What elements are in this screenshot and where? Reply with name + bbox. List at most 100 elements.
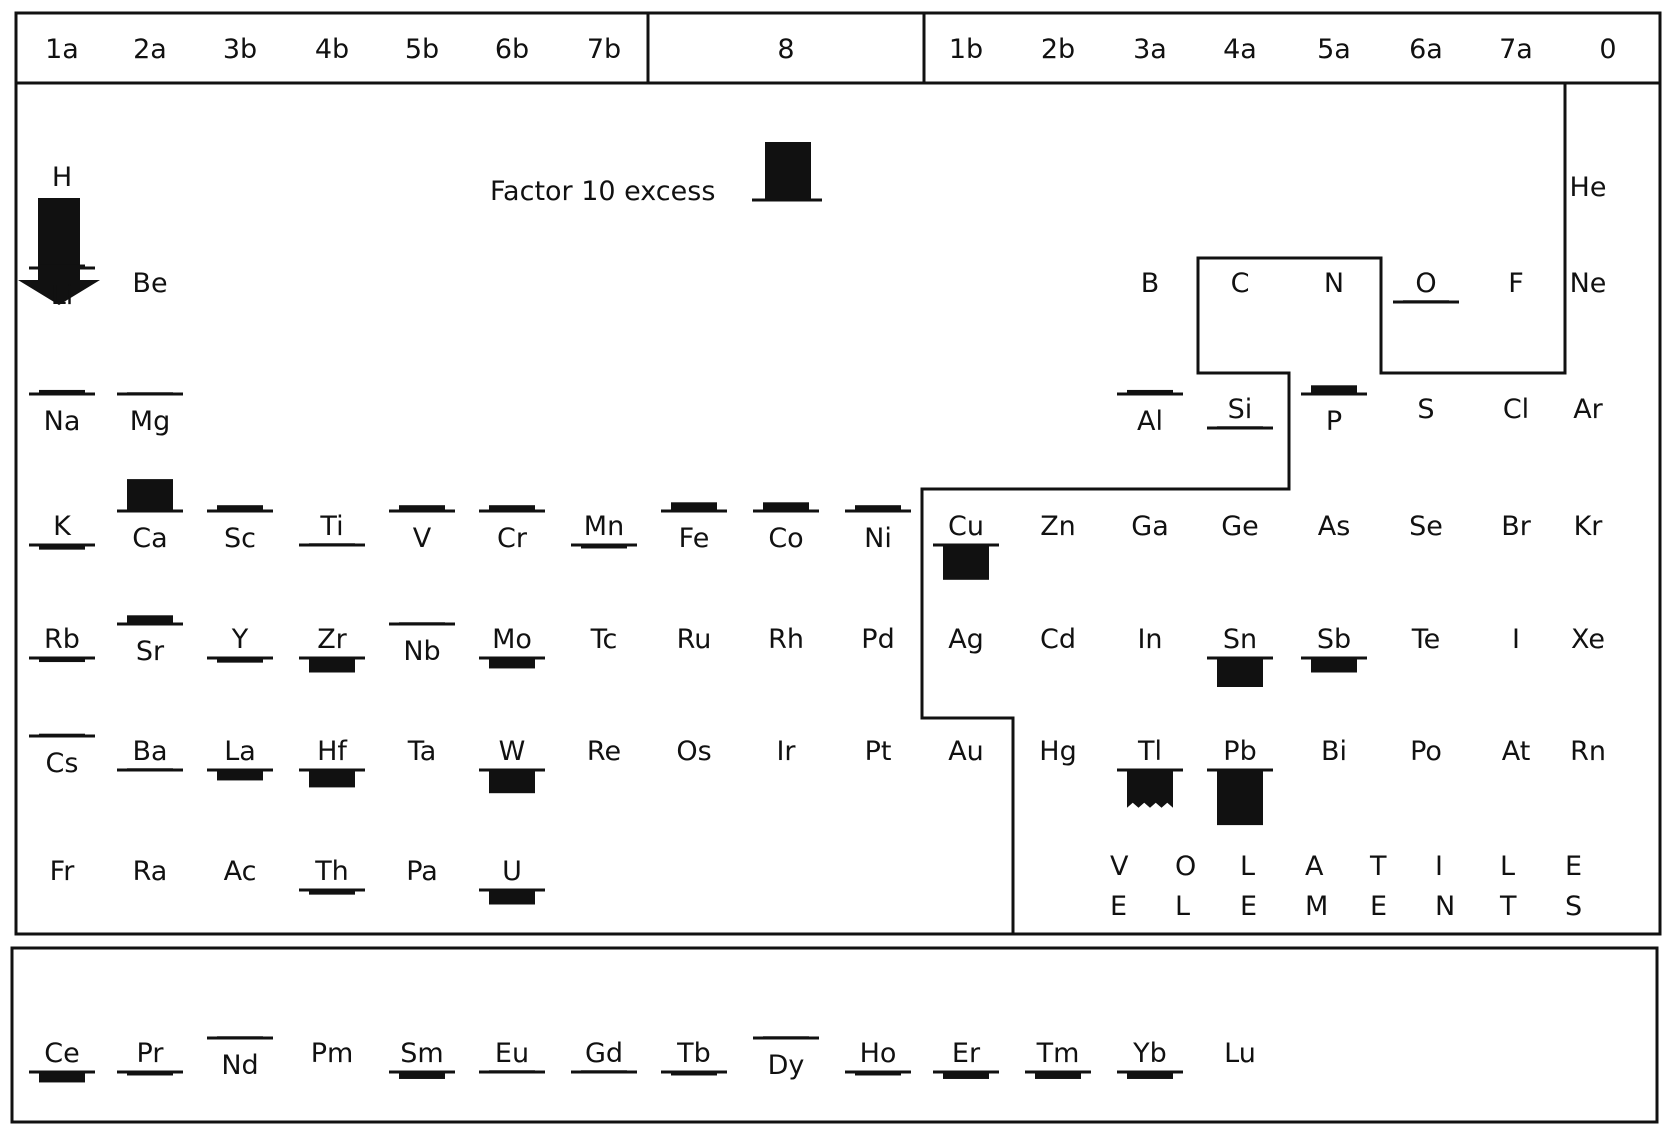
element-mg: Mg — [117, 392, 183, 437]
element-symbol: Tm — [1036, 1038, 1080, 1069]
element-symbol: Mo — [492, 624, 532, 655]
excess-bar — [763, 502, 809, 511]
element-ar: Ar — [1573, 394, 1603, 425]
element-na: Na — [29, 389, 95, 437]
element-o: O — [1393, 268, 1459, 304]
element-symbol: Ir — [776, 736, 796, 767]
element-symbol: Nd — [221, 1050, 258, 1081]
element-v: V — [389, 505, 455, 554]
element-symbol: O — [1415, 268, 1436, 299]
group-label: 3a — [1133, 34, 1167, 65]
volatile-letter: T — [1499, 891, 1517, 922]
element-tc: Tc — [590, 624, 618, 655]
excess-bar — [1217, 658, 1263, 687]
excess-bar — [671, 1072, 717, 1076]
excess-bar — [127, 1072, 173, 1076]
hydrogen-arrow-icon — [18, 198, 100, 305]
element-symbol: Ne — [1570, 268, 1607, 299]
element-sb: Sb — [1301, 624, 1367, 673]
main-table-frame — [14, 11, 1662, 936]
element-symbol: Lu — [1224, 1038, 1256, 1069]
element-sc: Sc — [207, 505, 273, 554]
element-symbol: Ba — [132, 736, 167, 767]
element-nb: Nb — [389, 622, 455, 667]
element-symbol: Kr — [1574, 511, 1604, 542]
element-symbol: Mn — [584, 511, 624, 542]
excess-bar — [489, 770, 535, 794]
element-se: Se — [1409, 511, 1443, 542]
element-symbol: Dy — [768, 1050, 805, 1081]
element-lu: Lu — [1224, 1038, 1256, 1069]
volatile-letter: S — [1565, 891, 1582, 922]
element-symbol: Co — [768, 523, 803, 554]
element-symbol: Cr — [497, 523, 528, 554]
excess-bar — [1311, 658, 1357, 673]
element-symbol: As — [1318, 511, 1351, 542]
element-cd: Cd — [1040, 624, 1076, 655]
element-s: S — [1417, 394, 1434, 425]
group-label: 4a — [1223, 34, 1257, 65]
element-symbol: S — [1417, 394, 1434, 425]
excess-bar — [127, 479, 173, 511]
element-br: Br — [1501, 511, 1532, 542]
excess-bar — [217, 770, 263, 781]
group-label: 3b — [223, 34, 257, 65]
volatile-letter: T — [1369, 851, 1387, 882]
element-symbol: In — [1137, 624, 1162, 655]
element-symbol: Nb — [403, 636, 440, 667]
element-ce: Ce — [29, 1038, 95, 1083]
excess-bar — [39, 658, 85, 663]
element-ne: Ne — [1570, 268, 1607, 299]
element-symbol: Th — [314, 856, 349, 887]
element-symbol: Ra — [133, 856, 168, 887]
element-symbol: U — [502, 856, 522, 887]
element-symbol: Ru — [677, 624, 712, 655]
element-ag: Ag — [948, 624, 984, 655]
element-symbol: Br — [1501, 511, 1532, 542]
element-symbol: Sm — [400, 1038, 443, 1069]
element-symbol: N — [1324, 268, 1344, 299]
element-symbol: Ti — [319, 511, 343, 542]
excess-bar — [581, 545, 627, 549]
excess-bar — [1127, 1072, 1173, 1079]
element-symbol: Mg — [130, 406, 170, 437]
group-label: 2b — [1041, 34, 1075, 65]
element-symbol: Sr — [136, 636, 165, 667]
element-b: B — [1141, 268, 1160, 299]
element-gd: Gd — [571, 1038, 637, 1074]
element-symbol: C — [1231, 268, 1250, 299]
volatile-letter: A — [1305, 851, 1324, 882]
element-symbol: Au — [948, 736, 984, 767]
element-symbol: B — [1141, 268, 1160, 299]
element-symbol: Y — [231, 624, 249, 655]
excess-bar — [309, 770, 355, 788]
element-symbol: Xe — [1571, 624, 1605, 655]
excess-bar — [489, 890, 535, 905]
element-symbol: Yb — [1132, 1038, 1167, 1069]
element-w: W — [479, 736, 545, 794]
element-ir: Ir — [776, 736, 796, 767]
element-symbol: Pm — [311, 1038, 354, 1069]
volatile-letter: M — [1305, 891, 1328, 922]
element-symbol: Pa — [406, 856, 438, 887]
excess-bar — [855, 505, 901, 511]
excess-bar — [39, 545, 85, 550]
element-n: N — [1324, 268, 1344, 299]
element-xe: Xe — [1571, 624, 1605, 655]
element-pm: Pm — [311, 1038, 354, 1069]
group-label: 6a — [1409, 34, 1443, 65]
element-symbol: P — [1326, 406, 1342, 437]
element-symbol: Se — [1409, 511, 1443, 542]
volatile-letter: I — [1435, 851, 1443, 882]
element-symbol: He — [1570, 172, 1607, 203]
element-pr: Pr — [117, 1038, 183, 1076]
element-symbol: Pt — [865, 736, 892, 767]
element-symbol: Tc — [590, 624, 618, 655]
element-symbol: Ac — [224, 856, 257, 887]
element-rn: Rn — [1570, 736, 1606, 767]
element-symbol: Er — [952, 1038, 981, 1069]
element-symbol: Ag — [948, 624, 984, 655]
element-symbol: Rb — [44, 624, 80, 655]
element-symbol: Si — [1228, 394, 1253, 425]
